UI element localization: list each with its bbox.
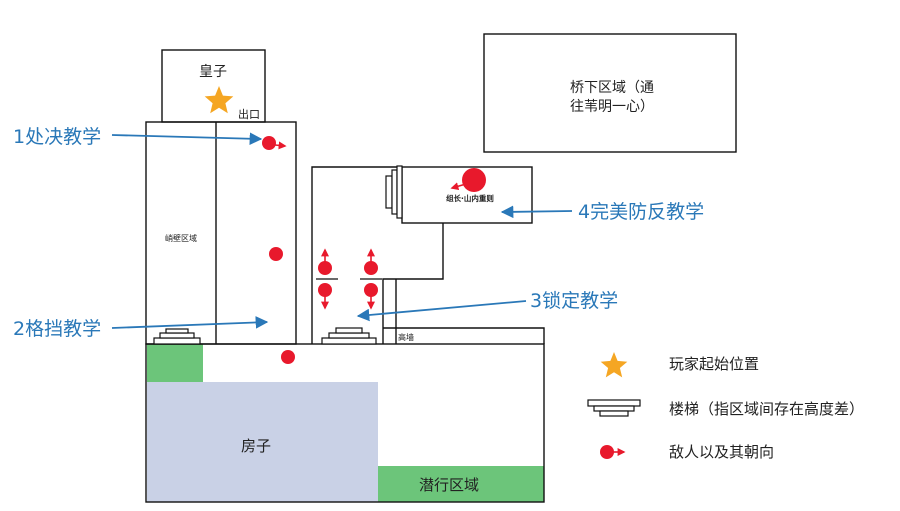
stealth-area bbox=[378, 466, 544, 502]
label-bridge-1: 桥下区域（通 bbox=[570, 80, 654, 96]
arrow-icon bbox=[356, 300, 527, 322]
label-exit: 出口 bbox=[238, 107, 260, 121]
annotation-2: 2格挡教学 bbox=[13, 318, 101, 340]
house-area bbox=[147, 382, 378, 502]
arrow-icon bbox=[500, 205, 573, 219]
legend-stairs-label: 楼梯（指区域间存在高度差） bbox=[669, 400, 864, 418]
label-boss: 组长·山内重则 bbox=[446, 193, 494, 203]
enemy-icon bbox=[364, 248, 378, 275]
annotation-3: 3锁定教学 bbox=[530, 290, 618, 312]
label-cliff: 峭壁区域 bbox=[165, 233, 197, 243]
enemy-icon bbox=[600, 445, 626, 459]
stairs-middle bbox=[321, 327, 377, 345]
boss-enemy-icon bbox=[450, 168, 486, 192]
label-prince: 皇子 bbox=[199, 64, 227, 80]
enemy-icon bbox=[281, 350, 295, 364]
legend-start-label: 玩家起始位置 bbox=[669, 355, 759, 373]
label-stealth: 潜行区域 bbox=[419, 476, 479, 494]
enemy-icon bbox=[318, 248, 332, 275]
enemy-icon bbox=[269, 247, 283, 261]
label-bridge-2: 往苇明一心） bbox=[570, 99, 654, 115]
annotation-4: 4完美防反教学 bbox=[578, 201, 704, 223]
stairs-boss bbox=[385, 165, 403, 219]
arrow-icon bbox=[111, 132, 263, 145]
annotation-1: 1处决教学 bbox=[13, 126, 101, 148]
green-corner-area bbox=[147, 344, 203, 382]
enemy-icon bbox=[364, 283, 378, 310]
label-high-wall: 高墙 bbox=[398, 332, 414, 342]
stairs-cliff bbox=[153, 328, 201, 345]
legend: 玩家起始位置 楼梯（指区域间存在高度差） 敌人以及其朝向 bbox=[587, 352, 864, 461]
star-icon bbox=[204, 86, 234, 114]
stairs-icon bbox=[587, 399, 641, 417]
arrow-icon bbox=[111, 316, 269, 329]
legend-enemy-label: 敌人以及其朝向 bbox=[669, 443, 774, 461]
label-house: 房子 bbox=[241, 437, 271, 455]
star-icon bbox=[600, 352, 628, 378]
enemy-icon bbox=[318, 283, 332, 310]
enemy-icon bbox=[262, 136, 287, 150]
